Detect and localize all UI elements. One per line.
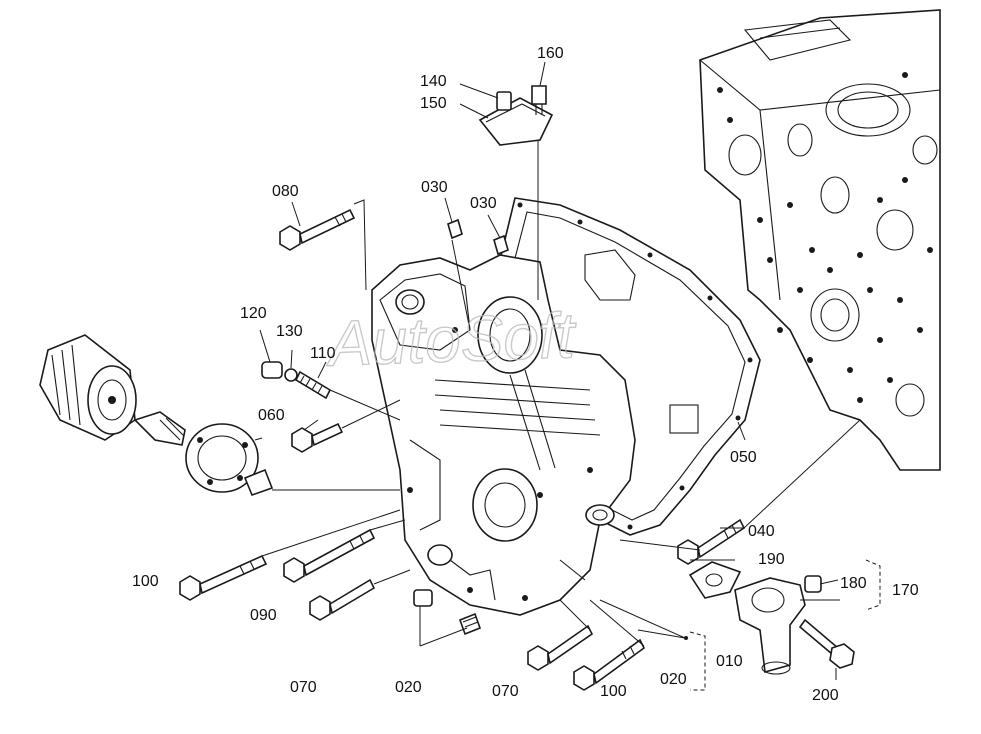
- o-ring-130: [284, 368, 298, 382]
- bolt-070-left: [309, 578, 376, 621]
- callout-020-left: 020: [395, 679, 422, 696]
- callout-170: 170: [892, 582, 919, 599]
- callout-050: 050: [730, 449, 757, 466]
- bolt-200: [798, 618, 855, 669]
- callout-110: 110: [310, 345, 336, 362]
- callout-160: 160: [537, 45, 564, 62]
- plug-020-b: [458, 612, 482, 636]
- plug-020-a: [413, 589, 433, 607]
- callout-070-left: 070: [290, 679, 317, 696]
- callout-010: 010: [716, 653, 743, 670]
- bolt-090: [283, 528, 376, 583]
- bolt-060: [291, 422, 344, 453]
- oil-filter: [39, 334, 137, 441]
- callout-120: 120: [240, 305, 267, 322]
- callout-070-right: 070: [492, 683, 519, 700]
- engine-block: [699, 9, 941, 471]
- sleeve-120: [261, 361, 283, 379]
- plug-180: [804, 575, 822, 593]
- callout-080: 080: [272, 183, 299, 200]
- bolt-040: [677, 518, 746, 565]
- callout-labels: 160 140 150 030 030 080 120 130 110 060 …: [132, 45, 919, 704]
- callout-100-left: 100: [132, 573, 159, 590]
- relief-valve: [133, 411, 186, 446]
- bolt-100-right: [573, 638, 646, 691]
- watermark-text: AutoSoft: [324, 299, 578, 380]
- callout-020-right: 020: [660, 671, 687, 688]
- top-bracket: [478, 85, 554, 146]
- callout-030-left: 030: [421, 179, 448, 196]
- callout-100-right: 100: [600, 683, 627, 700]
- oil-pump: [185, 423, 274, 497]
- callout-090: 090: [250, 607, 277, 624]
- gear-case: [371, 254, 636, 616]
- callout-030-right: 030: [470, 195, 497, 212]
- callout-150: 150: [420, 95, 447, 112]
- leader-lines: [259, 61, 881, 691]
- bolt-100-left: [179, 554, 268, 601]
- callout-040: 040: [748, 523, 775, 540]
- callout-060: 060: [258, 407, 285, 424]
- gasket-190: [688, 561, 742, 599]
- watermark: AutoSoft: [323, 298, 578, 380]
- callout-130: 130: [276, 323, 303, 340]
- bolt-070-right: [527, 624, 594, 671]
- water-outlet-elbow: [734, 577, 806, 675]
- callout-180: 180: [840, 575, 867, 592]
- callout-190: 190: [758, 551, 785, 568]
- callout-140: 140: [420, 73, 447, 90]
- bolt-080: [279, 208, 356, 251]
- spring-110: [294, 370, 332, 400]
- callout-200: 200: [812, 687, 839, 704]
